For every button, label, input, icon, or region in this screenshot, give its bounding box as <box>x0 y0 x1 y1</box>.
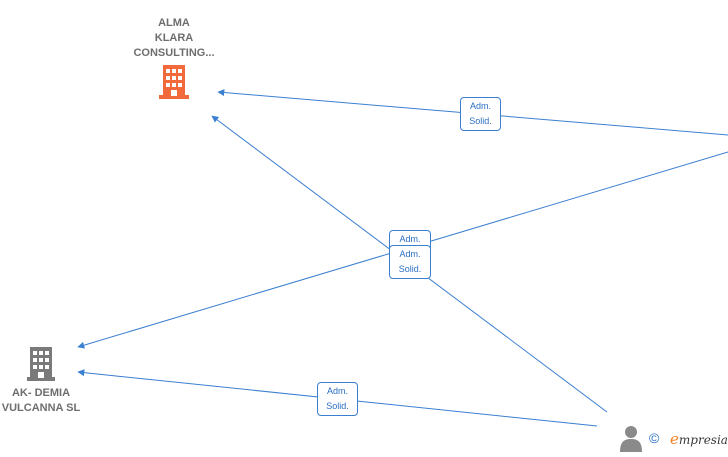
company-node-alma[interactable]: ALMA KLARA CONSULTING... <box>118 16 230 99</box>
company-label-alma: ALMA KLARA CONSULTING... <box>133 17 215 59</box>
edge-role-adm: Adm. <box>399 234 421 244</box>
brand-first-letter: e <box>670 430 679 448</box>
company-label-akdemia: AK- DEMIA VULCANNA SL <box>1 387 81 414</box>
edge-role-adm: Adm. <box>469 101 491 111</box>
building-icon <box>159 65 189 99</box>
copyright-symbol: © <box>649 430 660 446</box>
edge-role-adm: Adm. <box>399 249 421 259</box>
edge-role-solid: Solid. <box>326 401 349 411</box>
edge-label-person-to-akdemia[interactable]: Adm. Solid. <box>317 382 358 416</box>
company-node-akdemia[interactable]: AK- DEMIA VULCANNA SL <box>0 347 86 416</box>
edge-label-right-to-alma[interactable]: Adm. Solid. <box>460 97 501 131</box>
building-icon <box>27 347 55 381</box>
edge-role-solid: Solid. <box>469 116 492 126</box>
edge-label-person-to-alma[interactable]: Adm. Solid. <box>389 245 431 279</box>
edge-role-solid: Solid. <box>398 264 422 274</box>
person-node[interactable] <box>618 424 642 452</box>
empresia-logo: empresia <box>670 430 728 448</box>
brand-rest: mpresia <box>678 433 728 447</box>
edge-role-adm: Adm. <box>326 386 348 396</box>
person-icon <box>620 426 642 452</box>
